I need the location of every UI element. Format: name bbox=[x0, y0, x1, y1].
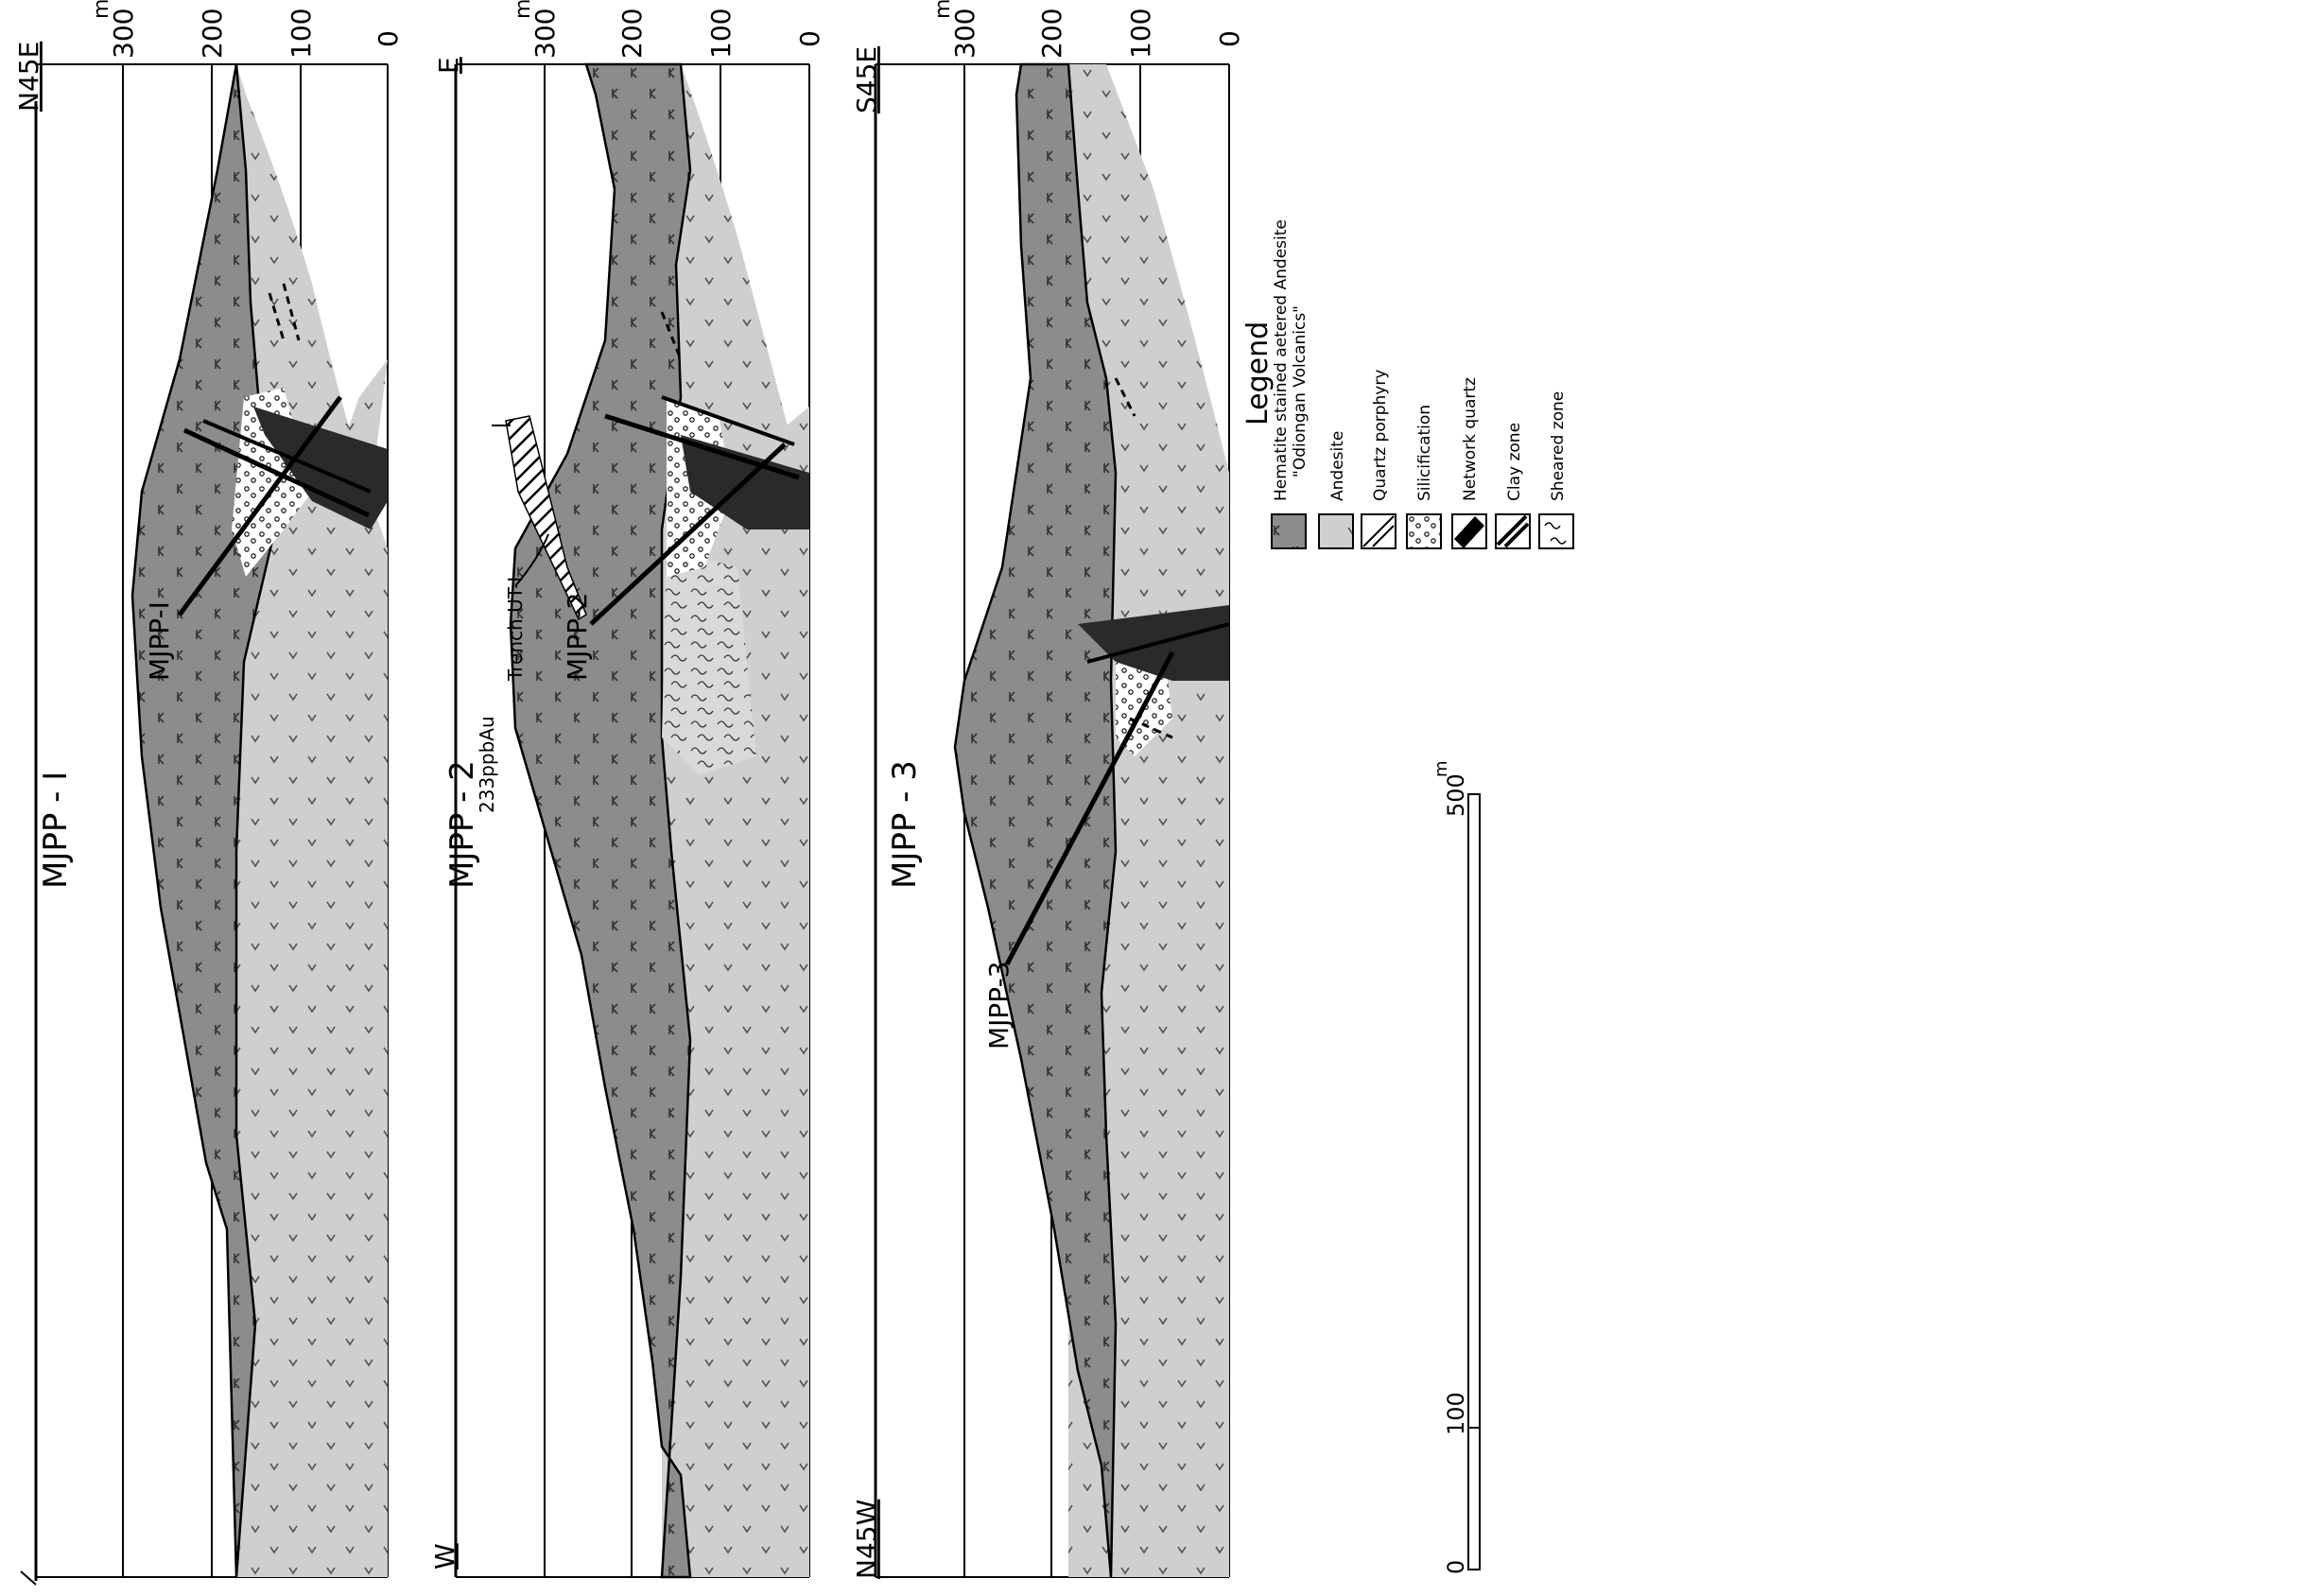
elevation-label-0: 0 bbox=[794, 30, 825, 47]
elevation-unit-m: m bbox=[931, 0, 955, 19]
legend-label-andesite: Andesite bbox=[1328, 431, 1347, 501]
sheared-zone-swatch bbox=[1539, 514, 1573, 548]
section-3-scale-ticks: 300 m 200 100 0 bbox=[931, 0, 1245, 59]
hematite-andesite-swatch bbox=[1272, 514, 1306, 548]
section-2-andesite-unit bbox=[662, 64, 809, 1577]
drillhole-label: MJPP-I bbox=[144, 601, 175, 681]
elevation-label-200: 200 bbox=[197, 9, 228, 59]
elevation-unit-m: m bbox=[90, 0, 113, 19]
section-2-scale-ticks: 300 m 200 100 0 bbox=[512, 0, 825, 59]
elevation-label-200: 200 bbox=[616, 9, 648, 59]
silicification-swatch bbox=[1407, 514, 1441, 548]
orientation-label-top: N45E bbox=[13, 42, 44, 112]
legend: Legend Hematite stained aetered Andesite… bbox=[1241, 219, 1573, 548]
elevation-label-0: 0 bbox=[373, 30, 404, 47]
section-1-andesite-unit bbox=[232, 64, 388, 1577]
andesite-swatch bbox=[1319, 514, 1353, 548]
section-title: MJPP - 3 bbox=[886, 760, 924, 889]
scale-bar-body bbox=[1468, 794, 1480, 1570]
legend-label-quartz-porphyry: Quartz porphyry bbox=[1371, 370, 1390, 501]
scale-bar: 0 100 500 m bbox=[1431, 760, 1480, 1574]
legend-label-hematite: Hematite stained aetered Andesite bbox=[1272, 219, 1291, 501]
scale-bar-unit: m bbox=[1431, 760, 1451, 777]
legend-label-network-quartz: Network quartz bbox=[1461, 377, 1480, 501]
scale-bar-label-100: 100 bbox=[1443, 1392, 1469, 1435]
legend-label-hematite-2: "Odiongan Volcanics" bbox=[1291, 305, 1310, 477]
scale-bar-label-500: 500 bbox=[1443, 773, 1469, 817]
elevation-label-100: 100 bbox=[705, 9, 737, 59]
elevation-unit-m: m bbox=[512, 0, 535, 19]
section-2-hematite-unit bbox=[511, 64, 690, 1577]
elevation-label-100: 100 bbox=[1125, 9, 1156, 59]
drillhole-label: MJPP-3 bbox=[983, 962, 1015, 1050]
orientation-label-top: E bbox=[433, 57, 464, 74]
orientation-label-bottom: W bbox=[429, 1543, 460, 1570]
orientation-label-top: S45E bbox=[851, 46, 882, 113]
scale-bar-label-0: 0 bbox=[1443, 1560, 1469, 1574]
legend-label-silicification: Silicification bbox=[1415, 405, 1434, 501]
elevation-label-200: 200 bbox=[1036, 9, 1067, 59]
orientation-label-bottom: N45W bbox=[851, 1500, 882, 1579]
trench-annotation: Trench UT-I bbox=[504, 577, 527, 682]
elevation-label-100: 100 bbox=[286, 9, 317, 59]
section-mjpp-2: 300 m 200 100 0 E W MJPP - 2 233ppbAu Tr… bbox=[429, 0, 825, 1577]
section-mjpp-1: 300 m 200 100 0 N45E MJPP - I MJPP-I bbox=[13, 0, 404, 1585]
section-title: MJPP - I bbox=[37, 772, 75, 889]
drillhole-label: MJPP-2 bbox=[562, 593, 593, 682]
legend-label-clay-zone: Clay zone bbox=[1505, 423, 1524, 501]
elevation-label-0: 0 bbox=[1214, 30, 1245, 47]
sample-annotation: 233ppbAu bbox=[476, 716, 498, 813]
legend-label-sheared-zone: Sheared zone bbox=[1549, 391, 1568, 501]
section-1-scale-ticks: 300 m 200 100 0 bbox=[90, 0, 404, 59]
legend-title: Legend bbox=[1241, 321, 1275, 425]
section-mjpp-3: 300 m 200 100 0 S45E N45W MJPP - 3 MJPP-… bbox=[851, 0, 1245, 1579]
